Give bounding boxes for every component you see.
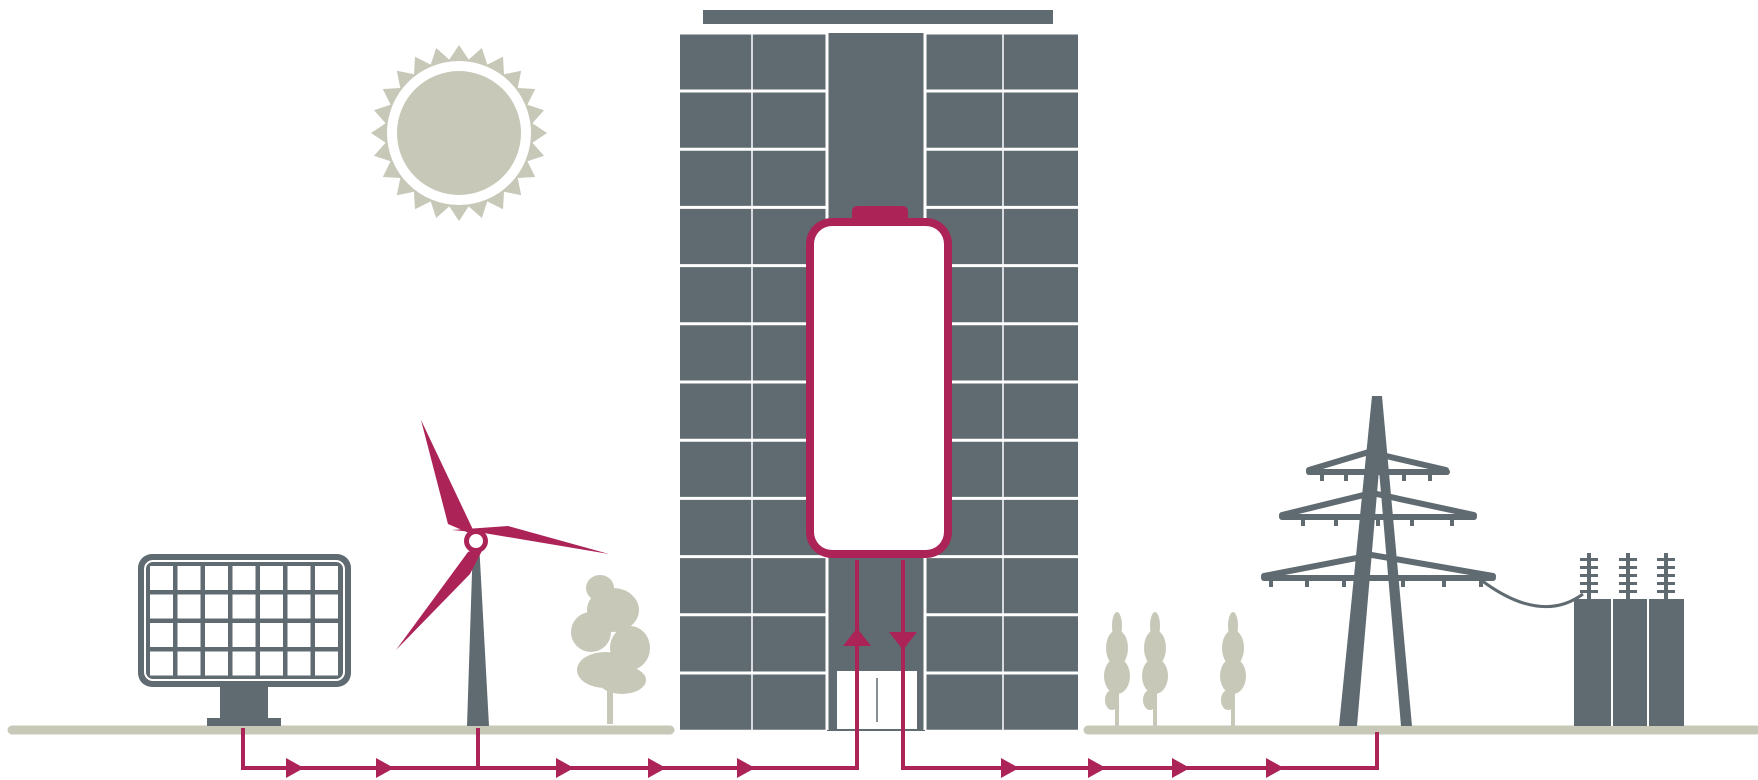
- solar-cell: [260, 623, 283, 647]
- solar-cell: [315, 623, 338, 647]
- floor-ledge: [676, 671, 680, 675]
- flow-arrow-right: [1088, 758, 1106, 778]
- flow-arrow-right: [1001, 758, 1019, 778]
- transformer-bushing: [1580, 553, 1598, 599]
- solar-cell: [315, 651, 338, 676]
- solar-cell: [177, 651, 201, 676]
- flow-arrow-right: [556, 758, 574, 778]
- floor-ledge: [1078, 321, 1082, 326]
- solar-cell: [177, 623, 201, 647]
- flow-arrow-up: [843, 628, 871, 646]
- transformer-icon: [1574, 553, 1684, 726]
- floor-ledge: [676, 380, 680, 384]
- floor-ledge: [1078, 496, 1082, 501]
- floor-ledge: [1078, 729, 1082, 734]
- floor-ledge: [1078, 89, 1082, 93]
- floor-ledge: [676, 205, 680, 210]
- solar-cell: [315, 594, 338, 619]
- solar-cell: [287, 623, 311, 647]
- flow-arrow-right: [286, 758, 304, 778]
- solar-cell: [150, 566, 173, 590]
- solar-cell: [287, 566, 311, 590]
- solar-cell: [232, 594, 256, 619]
- floor-ledge: [1078, 205, 1082, 210]
- transformer-bushing: [1657, 553, 1675, 599]
- energy-flow-line: [241, 560, 1379, 770]
- battery-icon: [806, 206, 952, 558]
- floor-ledge: [676, 612, 680, 617]
- solar-cell: [177, 566, 201, 590]
- floor-ledge: [676, 147, 680, 152]
- tree-icon: [1142, 612, 1168, 728]
- flow-arrow-right: [648, 758, 666, 778]
- floor-ledge: [1078, 263, 1082, 268]
- floor-ledge: [1078, 671, 1082, 675]
- tree-icon: [1104, 612, 1246, 728]
- flow-arrow-right: [1266, 758, 1284, 778]
- floor-ledge: [676, 554, 680, 559]
- transmission-tower-icon: [1261, 396, 1584, 726]
- transformer-bushing: [1619, 553, 1637, 599]
- floor-ledge: [676, 89, 680, 93]
- floor-ledge: [676, 496, 680, 501]
- tree-icon: [1220, 612, 1246, 728]
- floor-ledge: [676, 263, 680, 268]
- flow-arrow-down: [889, 632, 917, 650]
- solar-cell: [205, 566, 228, 590]
- solar-cell: [232, 566, 256, 590]
- solar-cell: [260, 594, 283, 619]
- wind-turbine-icon: [396, 420, 609, 726]
- floor-ledge: [1078, 554, 1082, 559]
- solar-panel-icon: [138, 554, 351, 726]
- solar-cell: [260, 566, 283, 590]
- solar-cell: [287, 651, 311, 676]
- sun-icon: [371, 45, 547, 221]
- tree-icon: [1104, 612, 1130, 728]
- flow-arrow-right: [376, 758, 394, 778]
- flow-arrow-right: [737, 758, 755, 778]
- solar-cell: [150, 623, 173, 647]
- solar-cell: [205, 651, 228, 676]
- floor-ledge: [1078, 380, 1082, 384]
- building-door: [835, 669, 919, 731]
- solar-cell: [150, 651, 173, 676]
- solar-cell: [177, 594, 201, 619]
- solar-cell: [205, 594, 228, 619]
- solar-cell: [315, 566, 338, 590]
- solar-cell: [287, 594, 311, 619]
- floor-ledge: [676, 729, 680, 734]
- floor-ledge: [676, 438, 680, 443]
- solar-cell: [205, 623, 228, 647]
- floor-ledge: [1078, 438, 1082, 443]
- solar-cell: [260, 651, 283, 676]
- solar-cell: [232, 623, 256, 647]
- tree-icon: [571, 575, 650, 724]
- solar-cell: [150, 594, 173, 619]
- floor-ledge: [1078, 147, 1082, 152]
- solar-cell: [232, 651, 256, 676]
- floor-ledge: [676, 321, 680, 326]
- floor-ledge: [1078, 612, 1082, 617]
- flow-arrow-right: [1172, 758, 1190, 778]
